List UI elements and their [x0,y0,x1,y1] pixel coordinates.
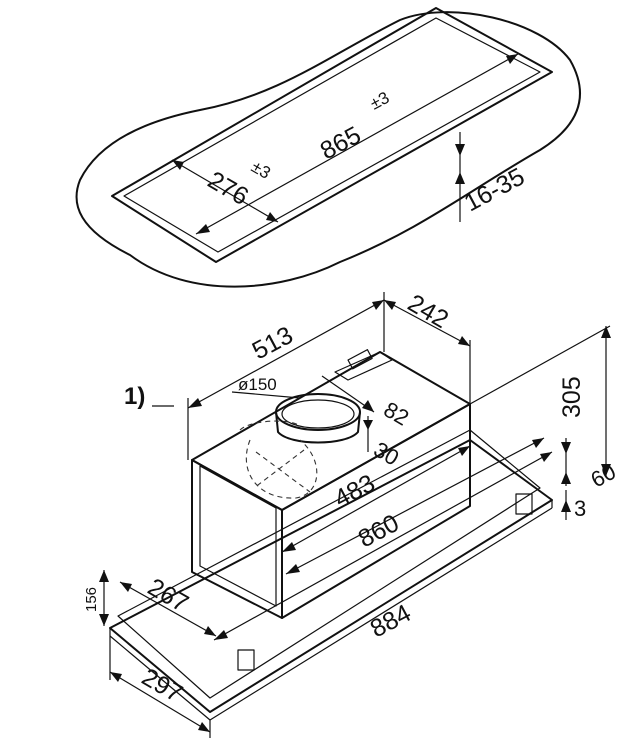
box-top-face [191,351,471,511]
cutout-width-label: 276 [203,166,253,211]
box-front-face [191,459,283,619]
hood-reference-label: 1) [124,383,145,410]
box-inner-side [199,465,277,607]
arrow-cutout-width-end [266,212,278,222]
frame-bracket-front [237,649,255,671]
arrow-box-front-depth-end [204,626,216,636]
arrow-frame-length-start [214,630,228,640]
arrow-total-height-bottom [601,464,611,476]
dim-line-box-width [383,299,471,347]
motor-connector [347,349,373,370]
ext-total-height-top [469,325,611,405]
arrow-frame-length-end [540,452,552,462]
arrow-box-depth-start [188,398,202,408]
frame-depth-label: 297 [137,663,187,708]
duct-leader [231,391,301,399]
dim-line-frame-length [213,451,553,641]
frame-bottom-edge [109,635,211,721]
box-length-label: 483 [330,469,380,513]
frame-right-bottom [209,507,553,721]
arrow-cutout-width-start [172,160,184,170]
duct-diameter-label: ø150 [238,375,277,394]
arrow-flange-height-bottom [561,472,571,484]
arrow-flange-height-top [561,442,571,454]
cutout-width-tolerance: ±3 [248,157,274,183]
duct-collar-body [275,411,361,444]
arrow-box-height-bottom [99,614,109,626]
duct-hidden-top [239,420,301,431]
arrow-box-height-top [99,570,109,582]
arrow-frame-depth-start [110,672,122,682]
cutout-opening-inner [123,17,541,253]
arrow-box-front-depth-start [120,582,132,592]
arrow-duct-offset [362,400,374,412]
box-height-label: 156 [83,587,100,612]
arrow-cutout-length-end [506,54,518,64]
dim-line-cutout-width [171,159,279,223]
arrow-thickness-bottom [455,172,465,184]
arrow-thickness-top [455,144,465,156]
arrow-box-width-end [458,336,470,346]
box-width-label: 242 [403,289,453,334]
frame-bracket-rear [515,493,533,515]
hood-drawing: 1) ø150 513 242 305 82 30 483 [83,289,620,738]
cutout-length-tolerance: ±3 [367,88,393,114]
arrow-total-height-top [601,326,611,338]
total-height-label: 305 [558,376,586,418]
dim-line-box-length [281,445,471,553]
arrow-cutout-length-start [196,224,210,234]
frame-plate-inner [117,429,541,699]
worktop-cutout-drawing: 865 ±3 276 ±3 16-35 [75,7,581,288]
duct-height-label: 30 [370,437,404,471]
arrow-frame-inner-start [286,564,300,574]
arrow-box-depth-end [372,300,384,310]
arrow-frame-depth-end [198,722,210,732]
cutout-length-label: 865 [316,121,366,165]
worktop-thickness-label: 16-35 [460,163,530,218]
duct-collar-inner [281,399,355,429]
dim-line-box-depth [187,299,385,409]
arrow-flange-thickness [561,500,571,512]
arrow-frame-inner-end [532,438,544,448]
worktop-outline [75,11,581,288]
duct-offset-label: 82 [380,397,414,431]
dim-line-cutout-length [195,53,519,235]
cutout-opening-outer [111,7,553,263]
frame-plate [109,439,553,713]
motor-housing [334,351,393,381]
box-depth-label: 513 [248,321,298,365]
flange-height-label: 60 [587,459,620,493]
flange-thickness-label: 3 [574,496,586,521]
frame-length-label: 884 [366,599,416,643]
arrow-box-width-start [384,300,396,310]
duct-hidden-outline [245,439,318,499]
arrow-box-length-start [282,542,296,552]
arrow-box-length-end [458,446,470,456]
dim-line-box-front-depth [119,581,217,637]
dim-line-frame-depth [109,671,211,733]
dim-line-frame-inner [285,437,545,575]
duct-hidden-cross [253,449,311,493]
arrow-duct-height [363,420,373,430]
